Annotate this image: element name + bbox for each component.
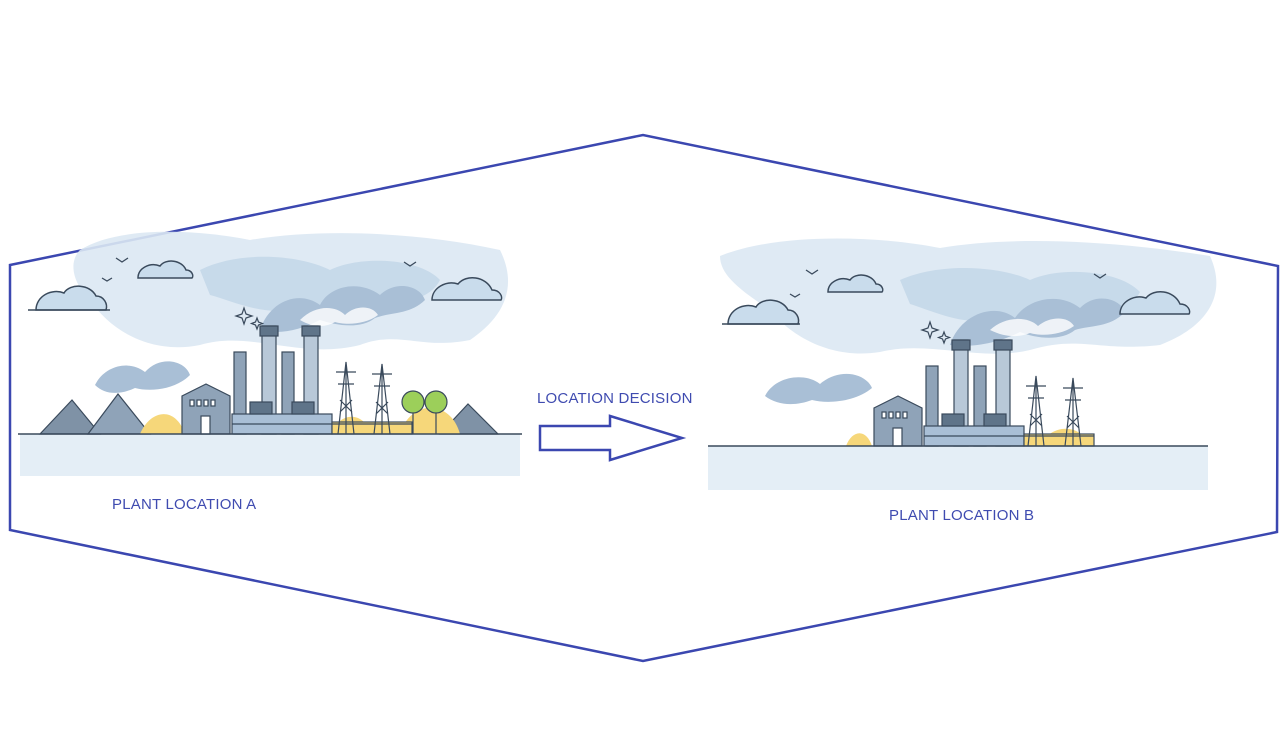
power-pylon-icon [1026, 375, 1083, 447]
smoke-plume [95, 285, 425, 393]
factory-building [181, 383, 231, 435]
cloud-icon [28, 285, 110, 311]
right-arrow-icon [538, 414, 687, 462]
cloud-icon [431, 277, 503, 301]
location-decision-label: LOCATION DECISION [537, 390, 693, 407]
sparkle-icon [920, 320, 952, 345]
ground [708, 446, 1208, 490]
power-pylon-icon [336, 361, 392, 435]
cloud-icon [722, 299, 800, 325]
birds-icon [101, 257, 417, 282]
machinery [231, 401, 413, 435]
plant-location-b-illustration [708, 238, 1217, 490]
smoke-plume [765, 298, 1125, 405]
machinery [923, 413, 1095, 447]
plant-location-a-label: PLANT LOCATION A [112, 496, 257, 513]
ground [20, 434, 520, 476]
hexagon-outline [8, 133, 1280, 663]
sparkle-icon [234, 306, 265, 331]
trees [401, 390, 448, 434]
plant-location-a-illustration [18, 231, 522, 476]
factory-building [873, 395, 923, 447]
cloud-icon [827, 274, 884, 293]
cloud-icon [1119, 291, 1191, 315]
cloud-icon [137, 260, 194, 279]
plant-location-b-label: PLANT LOCATION B [889, 507, 1035, 524]
birds-icon [789, 269, 1107, 298]
